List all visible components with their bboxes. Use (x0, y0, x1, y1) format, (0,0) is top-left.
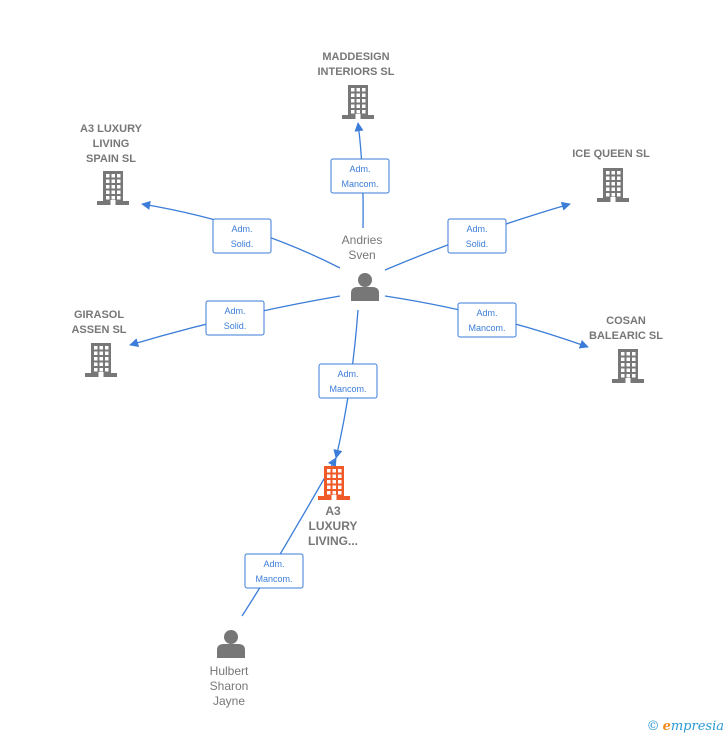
building-icon[interactable] (318, 466, 350, 500)
company-label-a3spain-line: A3 LUXURY (80, 123, 143, 135)
company-label-a3spain: A3 LUXURY LIVING SPAIN SL (80, 123, 143, 165)
relation-badge-andries-a3focus[interactable]: Adm. Mancom. (318, 363, 378, 399)
building-icon[interactable] (597, 168, 629, 202)
person-label-hulbert-line: Sharon (210, 679, 249, 693)
company-label-a3spain-line: LIVING (93, 138, 130, 150)
company-label-cosan-line: COSAN (606, 315, 646, 327)
building-icon[interactable] (342, 85, 374, 119)
relation-label-line: Adm. (231, 224, 252, 234)
relation-label-line: Adm. (349, 164, 370, 174)
relation-label-line: Mancom. (255, 574, 292, 584)
company-label-cosan: COSAN BALEARIC SL (589, 315, 663, 342)
company-label-a3spain-line: SPAIN SL (86, 153, 136, 165)
company-label-cosan-line: BALEARIC SL (589, 330, 663, 342)
relation-badge-andries-girasol[interactable]: Adm. Solid. (205, 300, 265, 336)
company-label-a3focus-line: LUXURY (309, 519, 358, 533)
company-label-girasol: GIRASOL ASSEN SL (71, 309, 126, 336)
company-label-a3focus-line: A3 (325, 504, 341, 518)
building-icon[interactable] (97, 171, 129, 205)
relation-labels-layer: Adm. Mancom. Adm. Solid. Adm. Solid. Adm. Solid… (205, 158, 517, 589)
company-label-icequeen-line: ICE QUEEN SL (572, 148, 650, 160)
relation-label-line: Adm. (263, 559, 284, 569)
empresia-watermark: ©empresia (647, 719, 724, 734)
company-label-maddesign-line: INTERIORS SL (317, 66, 394, 78)
relation-label-line: Adm. (476, 308, 497, 318)
relation-badge-andries-cosan[interactable]: Adm. Mancom. (457, 302, 517, 338)
company-label-maddesign-line: MADDESIGN (322, 51, 389, 63)
brand-e: e (662, 719, 671, 734)
relation-label-line: Mancom. (468, 323, 505, 333)
relation-label-line: Adm. (224, 306, 245, 316)
relation-label-line: Adm. (337, 369, 358, 379)
relation-label-line: Solid. (224, 321, 247, 331)
company-label-maddesign: MADDESIGN INTERIORS SL (317, 51, 394, 78)
relation-badge-andries-a3spain[interactable]: Adm. Solid. (212, 218, 272, 254)
building-icon[interactable] (612, 349, 644, 383)
person-label-hulbert-line: Jayne (213, 694, 245, 708)
relation-label-line: Solid. (466, 239, 489, 249)
nodes-layer: MADDESIGN INTERIORS SL A3 LUXURY LIVING SPAI… (71, 51, 663, 708)
relation-label-line: Mancom. (341, 179, 378, 189)
relation-label-line: Mancom. (329, 384, 366, 394)
relation-label-line: Solid. (231, 239, 254, 249)
company-label-a3focus-line: LIVING... (308, 534, 358, 548)
person-label-andries-line: Sven (348, 248, 375, 262)
relation-badge-hulbert-a3focus[interactable]: Adm. Mancom. (244, 553, 304, 589)
person-icon[interactable] (217, 630, 245, 658)
person-label-hulbert-line: Hulbert (210, 664, 249, 678)
building-icon[interactable] (85, 343, 117, 377)
relation-badge-andries-maddesign[interactable]: Adm. Mancom. (330, 158, 390, 194)
relation-label-line: Adm. (466, 224, 487, 234)
person-label-andries-line: Andries (342, 233, 383, 247)
person-icon[interactable] (351, 273, 379, 301)
copyright-symbol: © (646, 719, 660, 734)
company-label-girasol-line: GIRASOL (74, 309, 124, 321)
relation-badge-andries-icequeen[interactable]: Adm. Solid. (447, 218, 507, 254)
brand-name: mpresia (670, 719, 724, 734)
company-label-icequeen: ICE QUEEN SL (572, 148, 650, 160)
company-label-girasol-line: ASSEN SL (71, 324, 126, 336)
